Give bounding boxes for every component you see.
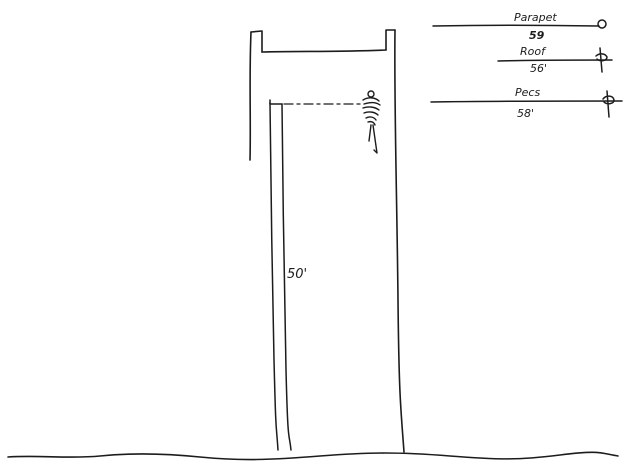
tower-roof-line [262,50,386,52]
tower-right-parapet-notch [386,30,395,50]
building-height-label: 50' [287,267,307,282]
legend-pecs-name: Pecs [515,86,540,99]
legend-parapet-name: Parapet [514,11,557,24]
legend-roof-value: 56' [530,62,547,75]
ground-line [8,452,618,459]
shaft-left-edge [270,103,278,450]
tower-left-parapet-notch [251,31,262,52]
tower-right-edge [395,30,404,452]
legend-item-parapet: Parapet 59 [433,11,606,42]
legend-parapet-value: 59 [529,29,545,42]
legend-item-pecs: Pecs 58' [431,86,622,120]
tower-outer-left-edge [250,32,251,160]
shaft-top-bar [270,100,282,104]
legend-pecs-value: 58' [517,107,534,120]
legend-item-roof: Roof 56' [498,45,612,75]
legend-roof-name: Roof [520,45,547,58]
person-figure [363,91,380,153]
